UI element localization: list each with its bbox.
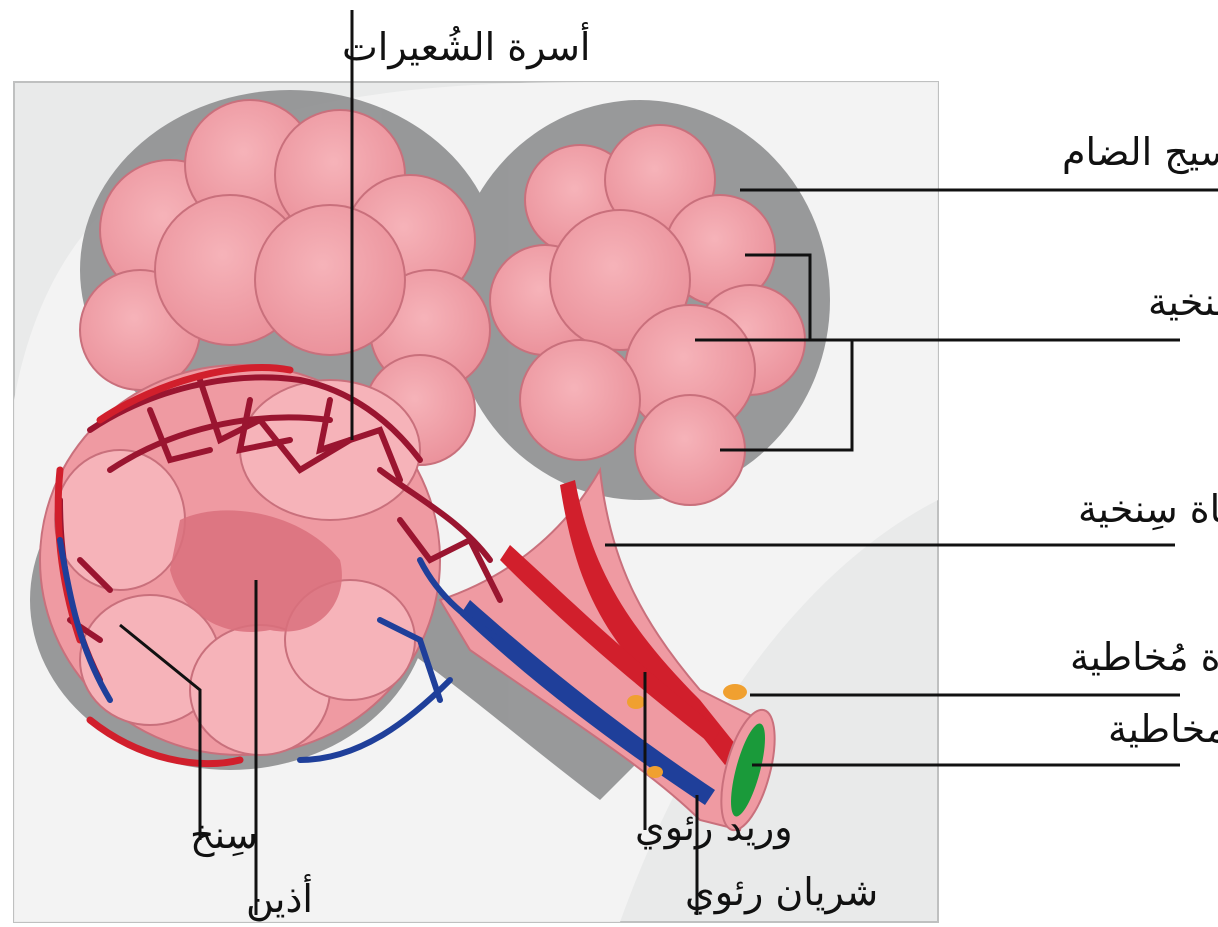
label-pulmonary-artery: شريان رئوي [685, 870, 878, 915]
label-atrium: أذين [246, 874, 313, 922]
label-alveolar-sacs: الأكياس السِنخية [1148, 278, 1218, 324]
label-mucous-lining: بطانة مخاطية [1108, 707, 1218, 751]
mucous-gland-shape [723, 684, 747, 700]
label-connective-tissue: النَسيج الضام [1062, 130, 1218, 175]
label-mucous-gland: غُدة مُخاطية [1070, 633, 1218, 679]
label-capillary-beds: أسرة الشُعيرات [342, 22, 590, 70]
mucous-gland-shape-3 [647, 766, 663, 778]
label-alveolus: سِنخ [190, 813, 258, 858]
mucous-gland-shape-2 [627, 695, 645, 709]
label-alveolar-duct: قناة سِنخية [1078, 487, 1218, 531]
label-pulmonary-vein: وريد رئوي [635, 805, 793, 850]
